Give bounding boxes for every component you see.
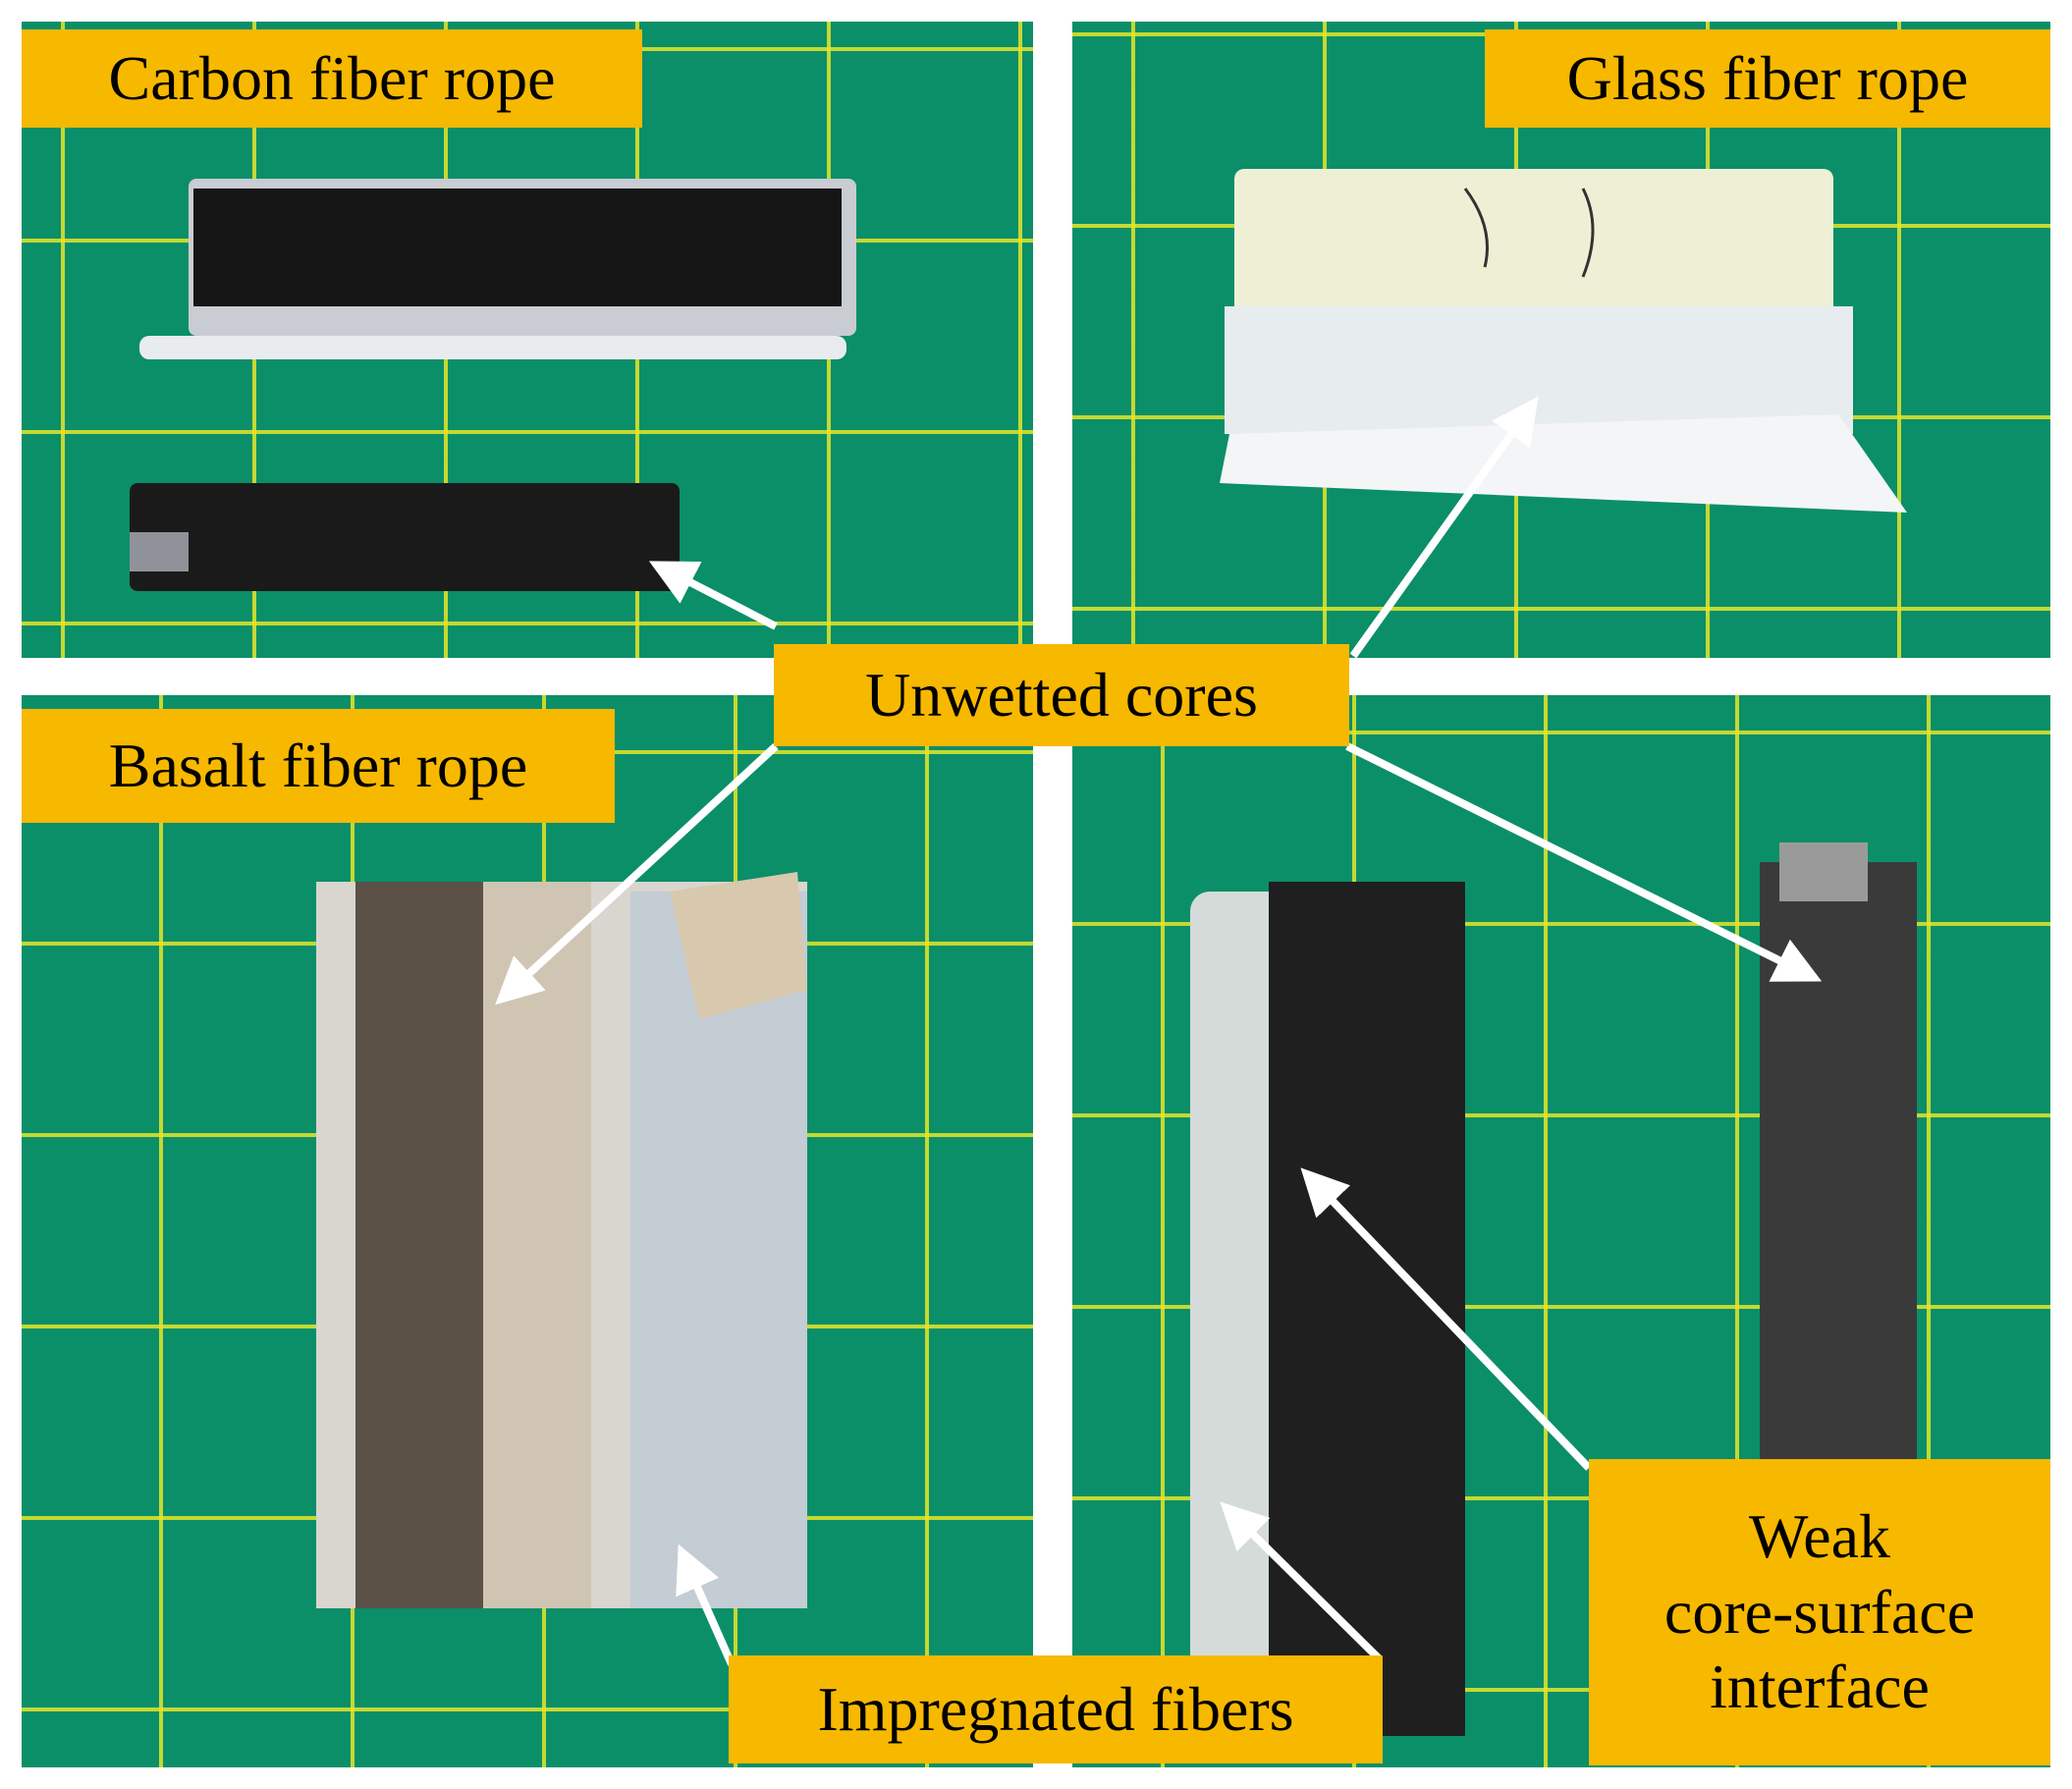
arrow-to-carbon-core — [648, 561, 778, 630]
arrow-group — [495, 396, 1823, 1666]
weak-label-line1: Weak — [1748, 1500, 1891, 1571]
unwetted-cores-label: Unwetted cores — [774, 644, 1349, 746]
impregnated-fibers-label: Impregnated fibers — [729, 1655, 1383, 1763]
weak-label-line3: interface — [1710, 1652, 1930, 1722]
basalt-rope-label: Basalt fiber rope — [22, 709, 615, 823]
carbon-rope-specimens — [130, 179, 856, 591]
carbon-rope-label: Carbon fiber rope — [22, 29, 642, 128]
carbon-rope-photo — [22, 22, 1033, 658]
basalt-rope-specimen — [316, 872, 807, 1608]
arrow-to-impregnated-right — [1220, 1501, 1383, 1662]
arrow-to-glass-core — [1349, 396, 1539, 659]
weak-label-line2: core-surface — [1663, 1576, 1976, 1647]
arrow-to-weak-interface — [1300, 1167, 1592, 1471]
glass-rope-specimen — [1220, 169, 1907, 513]
glass-rope-photo — [1072, 22, 2050, 658]
arrow-to-impregnated-fibers — [676, 1544, 736, 1666]
glass-rope-label: Glass fiber rope — [1485, 29, 2050, 128]
arrow-to-right-core — [1345, 742, 1823, 982]
basalt-rope-photo — [22, 695, 1033, 1767]
arrow-to-basalt-core — [495, 743, 779, 1005]
weak-interface-label: Weak core-surface interface — [1589, 1459, 2050, 1765]
